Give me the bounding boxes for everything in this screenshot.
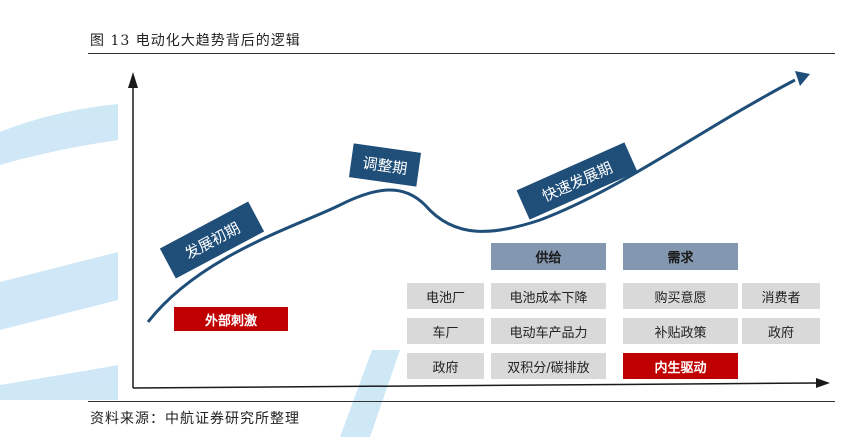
supply-row-1-right-label: 电池成本下降: [509, 290, 588, 306]
supply-row-3-right-label: 双积分/碳排放: [507, 360, 590, 376]
supply-row-1-right: 电池成本下降: [491, 283, 606, 309]
demand-header: 需求: [623, 243, 738, 270]
demand-row-2-left: 补贴政策: [623, 318, 738, 344]
watermark: [0, 104, 400, 437]
supply-row-2-left: 车厂: [407, 318, 484, 344]
demand-row-1-left: 购买意愿: [623, 283, 738, 309]
internal-drive-label: 内生驱动: [654, 360, 707, 376]
supply-header: 供给: [491, 243, 606, 270]
trend-arrow-head: [795, 71, 810, 86]
y-axis-arrow: [128, 72, 138, 88]
demand-row-1-right-label: 消费者: [761, 290, 801, 306]
demand-row-1-right: 消费者: [742, 283, 820, 309]
supply-row-3-right: 双积分/碳排放: [491, 353, 606, 379]
supply-header-label: 供给: [535, 251, 562, 266]
supply-row-3-left-label: 政府: [432, 360, 459, 376]
figure-source: 资料来源：中航证券研究所整理: [90, 411, 300, 427]
x-axis-arrow: [816, 378, 830, 388]
supply-row-2-left-label: 车厂: [432, 325, 459, 341]
demand-header-label: 需求: [667, 251, 694, 266]
trend-curve: [146, 78, 796, 323]
external-stimulus-label: 外部刺激: [204, 313, 257, 329]
supply-row-3-left: 政府: [407, 353, 484, 379]
supply-row-2-right-label: 电动车产品力: [509, 325, 588, 341]
bottom-rule: [88, 401, 835, 402]
demand-row-2-right: 政府: [742, 318, 820, 344]
supply-row-1-left-label: 电池厂: [425, 290, 465, 306]
demand-row-2-right-label: 政府: [767, 325, 794, 341]
supply-row-1-left: 电池厂: [407, 283, 484, 309]
top-rule: [88, 53, 835, 54]
phase-adjust-label: 调整期: [361, 153, 409, 178]
internal-drive-box: 内生驱动: [623, 353, 738, 379]
demand-row-1-left-label: 购买意愿: [654, 290, 707, 306]
external-stimulus-box: 外部刺激: [174, 307, 288, 331]
demand-row-2-left-label: 补贴政策: [654, 325, 707, 341]
supply-row-2-right: 电动车产品力: [491, 318, 606, 344]
figure-title: 图 13 电动化大趋势背后的逻辑: [90, 33, 301, 49]
axes: [128, 72, 830, 389]
